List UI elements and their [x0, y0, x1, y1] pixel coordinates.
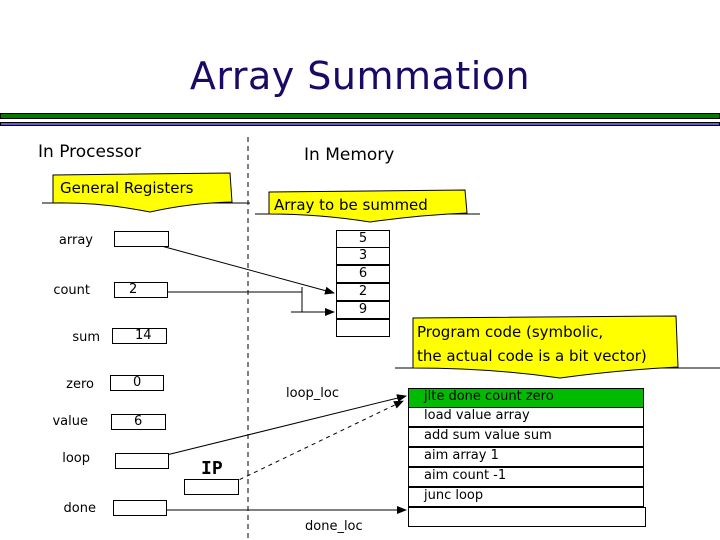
register-label-zero: zero: [66, 377, 94, 392]
code-row: junc loop: [408, 487, 644, 507]
done-loc-label: done_loc: [305, 519, 363, 534]
general-registers-callout: General Registers: [60, 179, 194, 197]
memory-heading: In Memory: [304, 145, 395, 165]
code-row: load value array: [408, 407, 644, 427]
register-sum: 14: [112, 328, 167, 344]
register-label-loop: loop: [62, 451, 90, 466]
register-label-sum: sum: [72, 330, 100, 345]
array-pointer-arrow: [142, 240, 335, 295]
program-callout-line2: the actual code is a bit vector): [417, 347, 647, 365]
code-row: aim count -1: [408, 467, 644, 487]
array-cell: 5: [336, 230, 390, 248]
register-label-array: array: [58, 233, 93, 248]
register-label-count: count: [53, 283, 90, 298]
register-array: [114, 231, 169, 247]
program-callout-shape: [395, 315, 720, 379]
array-cell: [336, 319, 390, 337]
processor-heading: In Processor: [38, 142, 142, 162]
register-zero: 0: [110, 375, 164, 391]
register-label-done: done: [63, 501, 96, 516]
register-loop: [115, 453, 169, 469]
ip-register: [184, 479, 239, 495]
code-row: [408, 507, 646, 527]
program-callout-line1: Program code (symbolic,: [417, 323, 604, 341]
slide-title: Array Summation: [189, 54, 531, 98]
register-label-value: value: [52, 414, 88, 429]
register-value: 6: [111, 414, 166, 430]
array-cell: 9: [336, 301, 390, 319]
register-count: 2: [114, 282, 168, 298]
code-row: add sum value sum: [408, 427, 644, 447]
code-row: aim array 1: [408, 447, 644, 467]
array-callout: Array to be summed: [274, 196, 428, 214]
array-cell: 3: [336, 247, 390, 265]
array-cell: 2: [336, 283, 390, 301]
loop-loc-label: loop_loc: [286, 386, 339, 401]
ip-pointer-arrow: [217, 400, 404, 491]
general-registers-callout-shape: [42, 172, 250, 213]
array-callout-shape: [255, 189, 480, 223]
code-row: jlte done count zero: [408, 388, 644, 408]
loop-pointer-arrow: [137, 394, 407, 463]
ip-label: IP: [201, 458, 223, 479]
array-cell: 6: [336, 265, 390, 283]
register-done: [113, 500, 167, 516]
